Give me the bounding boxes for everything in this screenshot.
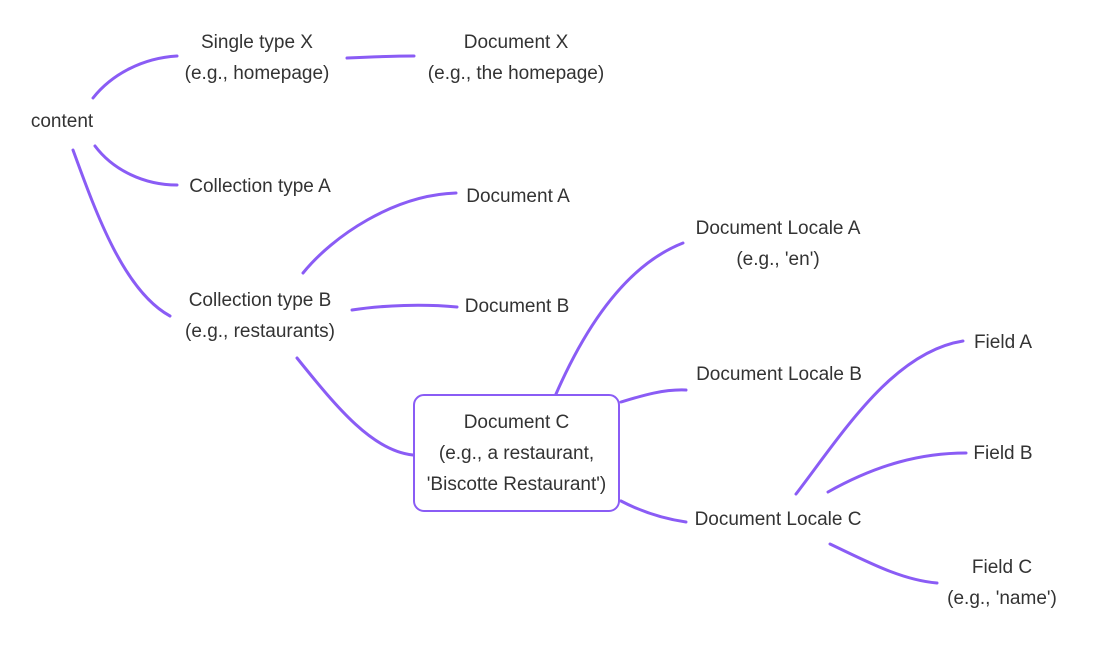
node-document-x: Document X (e.g., the homepage)	[428, 27, 604, 89]
node-collection-type-b: Collection type B (e.g., restaurants)	[185, 285, 335, 347]
node-label: content	[30, 111, 94, 132]
node-collection-type-a: Collection type A	[189, 171, 331, 202]
edge-collection-type-b-to-document-b	[350, 303, 459, 312]
edge-document-locale-c-to-field-b	[826, 451, 968, 494]
node-sublabel: (e.g., restaurants)	[185, 321, 335, 342]
node-label: Field B	[973, 443, 1033, 464]
edge-document-c-to-document-locale-b	[619, 388, 688, 404]
node-document-locale-a: Document Locale A (e.g., 'en')	[696, 213, 861, 275]
node-sublabel: 'Biscotte Restaurant')	[426, 473, 607, 495]
edge-collection-type-b-to-document-a	[301, 191, 458, 275]
edge-document-locale-c-to-field-c	[828, 542, 939, 585]
node-label: Document Locale B	[696, 364, 862, 385]
edge-document-locale-c-to-field-a	[794, 339, 965, 496]
edge-document-c-to-document-locale-a	[554, 241, 685, 396]
node-label: Document C	[463, 411, 570, 433]
node-field-b: Field B	[973, 438, 1032, 469]
edge-single-type-x-to-document-x	[345, 54, 416, 60]
edge-document-c-to-document-locale-c	[619, 499, 688, 524]
node-document-locale-c: Document Locale C	[695, 504, 862, 535]
node-label: Document Locale A	[695, 218, 861, 239]
node-label: Field C	[971, 557, 1033, 578]
node-content: content	[31, 106, 93, 137]
edge-content-to-collection-type-a	[93, 144, 179, 187]
node-document-a: Document A	[466, 181, 570, 212]
node-document-c: Document C (e.g., a restaurant, 'Biscott…	[413, 394, 620, 512]
node-sublabel: (e.g., homepage)	[184, 63, 330, 84]
node-sublabel: (e.g., the homepage)	[427, 63, 605, 84]
node-label: Field A	[973, 332, 1033, 353]
node-label: Document Locale C	[694, 509, 862, 530]
node-sublabel: (e.g., a restaurant,	[438, 442, 595, 464]
node-label: Collection type B	[188, 290, 332, 311]
node-label: Document B	[464, 296, 570, 317]
edge-collection-type-b-to-document-c	[295, 356, 415, 457]
node-sublabel: (e.g., 'en')	[736, 249, 820, 270]
node-label: Single type X	[201, 32, 313, 53]
edge-content-to-single-type-x	[91, 54, 179, 100]
node-sublabel: (e.g., 'name')	[947, 588, 1057, 609]
node-document-locale-b: Document Locale B	[696, 359, 862, 390]
edge-content-to-collection-type-b	[71, 148, 172, 318]
node-label: Collection type A	[189, 176, 331, 197]
node-single-type-x: Single type X (e.g., homepage)	[185, 27, 330, 89]
node-document-b: Document B	[465, 291, 570, 322]
node-label: Document A	[466, 186, 570, 207]
node-field-a: Field A	[974, 327, 1032, 358]
node-label: Document X	[463, 32, 569, 53]
node-field-c: Field C (e.g., 'name')	[947, 552, 1057, 614]
